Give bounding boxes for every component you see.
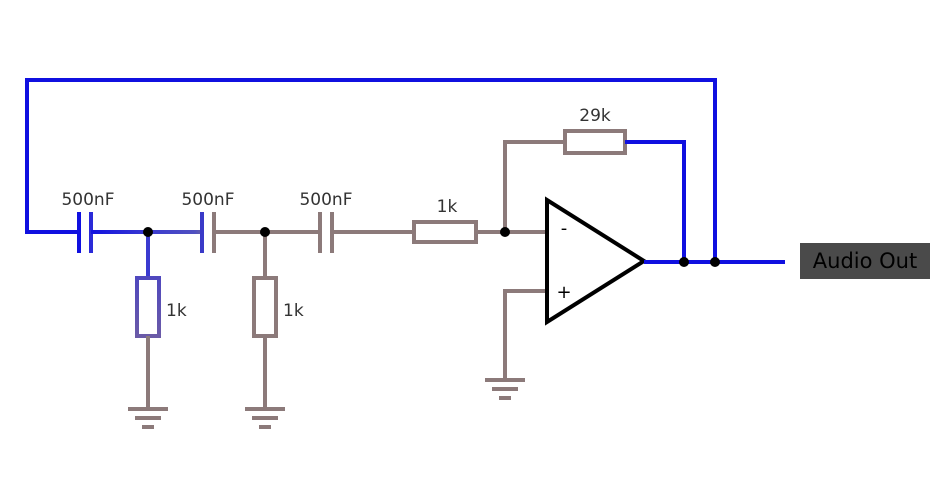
resistor-shunt-2 [252, 276, 278, 338]
ground-1 [128, 407, 168, 429]
feedback-wire-right [625, 140, 686, 262]
wire-noninverting-ground [503, 289, 547, 378]
resistor-shunt-1 [135, 276, 161, 338]
junction-node-output-1 [679, 257, 689, 267]
r-series-label: 1k [437, 197, 458, 217]
junction-node-inverting [500, 227, 510, 237]
opamp-noninverting-sign: + [556, 282, 571, 303]
c1-label: 500nF [61, 190, 114, 210]
shunt-branch-2 [252, 232, 278, 408]
resistor-feedback [563, 129, 627, 155]
audio-out-label: Audio Out [800, 243, 930, 279]
r-shunt1-label: 1k [166, 301, 187, 321]
shunt-branch-1 [135, 232, 161, 408]
opamp [545, 196, 648, 326]
outer-feedback-wire [25, 78, 717, 262]
opamp-inverting-sign: - [561, 218, 568, 239]
capacitor-c2 [200, 212, 216, 253]
c2-label: 500nF [181, 190, 234, 210]
junction-node-2 [260, 227, 270, 237]
capacitor-c1 [77, 212, 148, 253]
c3-label: 500nF [299, 190, 352, 210]
ground-2 [245, 407, 285, 429]
ground-3 [485, 378, 525, 400]
r-feedback-label: 29k [579, 106, 611, 126]
junction-node-1 [143, 227, 153, 237]
resistor-series [412, 220, 478, 244]
feedback-wire-left [503, 140, 565, 232]
junction-node-output-2 [710, 257, 720, 267]
capacitor-c3 [318, 212, 334, 253]
r-shunt2-label: 1k [283, 301, 304, 321]
